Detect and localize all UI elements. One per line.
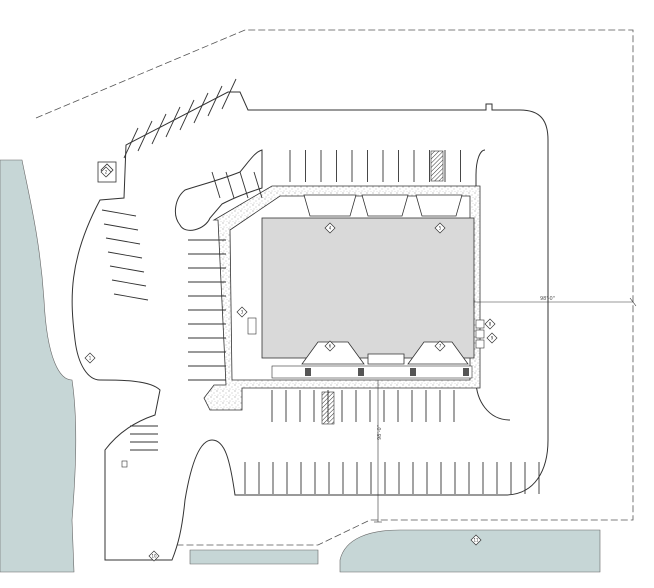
keynote-number: 7 — [439, 344, 442, 349]
south-canopies — [301, 341, 469, 365]
keynote-tag: 7 — [434, 340, 446, 352]
canopy-north-2 — [361, 194, 409, 217]
keynote-number: 8 — [489, 322, 492, 327]
keynote-diamond — [236, 306, 248, 318]
keynote-number: 6 — [329, 344, 332, 349]
south-storefront-strip — [271, 365, 473, 379]
canopy-north-3 — [415, 194, 463, 217]
keynote-tags: 1 2 3 4 5 6 7 8 9 10 11 — [84, 166, 498, 562]
storefront-doors — [305, 368, 469, 376]
parking-stall-line — [179, 99, 195, 131]
keynote-number: 4 — [329, 226, 332, 231]
north-canopies — [303, 194, 463, 217]
keynote-number: 11 — [473, 538, 479, 543]
parking-stall-line — [107, 251, 143, 259]
north-island — [174, 149, 263, 231]
water-south-east — [339, 529, 601, 573]
water-south-middle — [189, 549, 319, 565]
keynote-tag: 10 — [148, 550, 160, 562]
door-2 — [358, 368, 364, 376]
canopy-south-1 — [301, 341, 365, 365]
marker-post — [121, 460, 128, 468]
keynote-diamond — [100, 166, 112, 178]
parking-stall-line — [193, 92, 209, 124]
utility-box-west — [247, 317, 257, 335]
door-3 — [410, 368, 416, 376]
keynote-tag: 11 — [470, 534, 482, 546]
keynote-number: 10 — [151, 554, 157, 559]
parking-stall-line — [211, 171, 221, 199]
keynote-diamond — [148, 550, 160, 562]
parking-stalls — [101, 78, 540, 494]
keynote-number: 1 — [89, 356, 92, 361]
keynote-tag: 3 — [236, 306, 248, 318]
utility-box-east-2 — [475, 329, 485, 339]
parking-stall-line — [105, 237, 141, 245]
keynote-diamond — [434, 222, 446, 234]
keynote-number: 2 — [105, 170, 108, 175]
keynote-diamond — [324, 222, 336, 234]
dimension-tick-east-2 — [629, 297, 637, 307]
keynote-number: 9 — [491, 336, 494, 341]
keynote-diamond — [470, 534, 482, 546]
canopy-south-2 — [367, 353, 405, 365]
parking-stall-line — [151, 113, 167, 145]
keynote-tag: 2 — [100, 166, 112, 178]
property-line — [35, 29, 634, 546]
keynote-tag: 8 — [484, 318, 496, 330]
keynote-diamond — [324, 340, 336, 352]
parking-stall-line — [221, 78, 237, 110]
parking-stall-line — [109, 265, 145, 273]
parking-stall-line — [207, 85, 223, 117]
parking-stall-line — [253, 171, 263, 199]
utility-boxes — [121, 317, 485, 468]
dimension-label-south: 98'-0" — [377, 425, 383, 440]
door-4 — [463, 368, 469, 376]
building-footprint — [261, 217, 475, 359]
parking-stall-line — [103, 223, 139, 231]
canopy-north-1 — [303, 194, 357, 217]
parking-stall-line — [113, 293, 149, 301]
parking-stall-line — [165, 106, 181, 138]
keynote-diamond — [434, 340, 446, 352]
door-1 — [305, 368, 311, 376]
accessible-aisle-north — [430, 150, 444, 182]
parking-stall-line — [225, 171, 235, 199]
keynote-diamond — [484, 318, 496, 330]
dimension-label-east: 98'-0" — [540, 296, 555, 302]
utility-box-east-3 — [475, 339, 485, 349]
parking-stall-line — [111, 279, 147, 287]
keynote-diamond — [84, 352, 96, 364]
canopy-south-3 — [407, 341, 469, 365]
keynote-tag: 9 — [486, 332, 498, 344]
parking-stall-line — [137, 120, 153, 152]
keynote-number: 3 — [241, 310, 244, 315]
keynote-tag: 6 — [324, 340, 336, 352]
parking-stall-line — [123, 127, 139, 159]
utility-box-east-1 — [475, 319, 485, 329]
parking-stall-line — [239, 171, 249, 199]
keynote-tag: 4 — [324, 222, 336, 234]
dimension-lines — [374, 297, 637, 523]
water-west — [0, 159, 77, 573]
keynote-tag: 5 — [434, 222, 446, 234]
keynote-number: 5 — [439, 226, 442, 231]
keynote-tag: 1 — [84, 352, 96, 364]
keynote-diamond — [486, 332, 498, 344]
parking-stall-line — [101, 209, 137, 217]
